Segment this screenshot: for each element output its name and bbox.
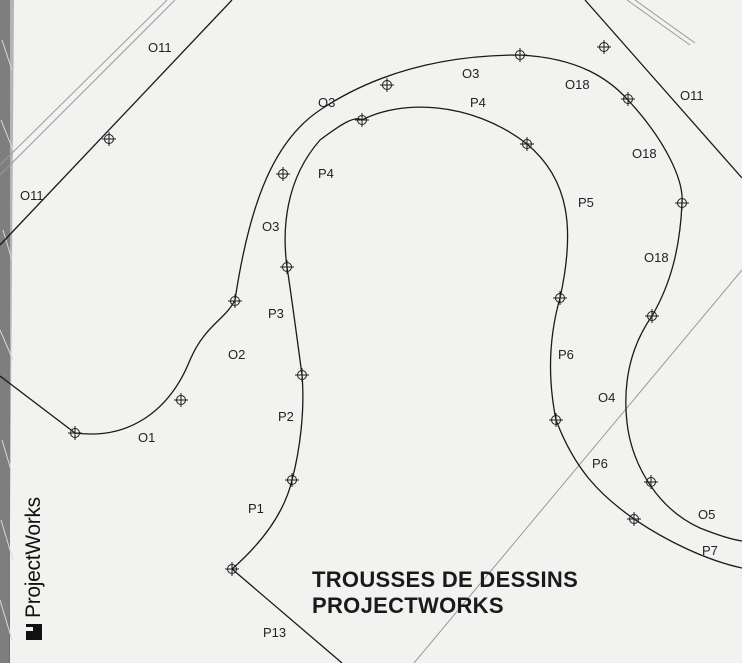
marker — [280, 260, 294, 274]
label-p4: P4 — [318, 166, 334, 181]
label-p6: P6 — [592, 456, 608, 471]
label-o18: O18 — [565, 77, 590, 92]
marker — [621, 92, 635, 106]
label-o18: O18 — [632, 146, 657, 161]
label-o11: O11 — [148, 40, 172, 55]
marker — [174, 393, 188, 407]
label-o3: O3 — [318, 95, 335, 110]
marker — [644, 475, 658, 489]
marker — [627, 512, 641, 526]
page-title: TROUSSES DE DESSINS PROJECTWORKS — [312, 567, 578, 619]
label-p7: P7 — [702, 543, 718, 558]
segment-labels: O11 O11 O11 O3 O3 O3 P4 P4 O18 O18 O18 P… — [20, 40, 718, 640]
label-o4: O4 — [598, 390, 615, 405]
marker — [513, 48, 527, 62]
marker — [520, 137, 534, 151]
label-p3: P3 — [268, 306, 284, 321]
label-o11: O11 — [680, 88, 704, 103]
brand-logo: ProjectWorks — [22, 497, 46, 640]
label-p4: P4 — [470, 95, 486, 110]
marker — [276, 167, 290, 181]
marker — [553, 291, 567, 305]
outer-track — [0, 54, 742, 542]
label-p6: P6 — [558, 347, 574, 362]
marker — [285, 473, 299, 487]
title-line-2: PROJECTWORKS — [312, 593, 504, 618]
marker — [102, 132, 116, 146]
marker — [675, 196, 689, 210]
logo-mark-icon — [26, 624, 42, 640]
label-o1: O1 — [138, 430, 155, 445]
label-o3: O3 — [262, 219, 279, 234]
label-o5: O5 — [698, 507, 715, 522]
label-o2: O2 — [228, 347, 245, 362]
label-p2: P2 — [278, 409, 294, 424]
o11-line-left — [0, 0, 233, 246]
label-p13: P13 — [263, 625, 286, 640]
marker — [645, 309, 659, 323]
marker — [355, 113, 369, 127]
marker — [597, 40, 611, 54]
inner-track — [231, 106, 742, 570]
marker — [295, 368, 309, 382]
marker — [228, 294, 242, 308]
label-o3: O3 — [462, 66, 479, 81]
brand-name: ProjectWorks — [22, 497, 45, 618]
o11-line-right — [584, 0, 742, 179]
marker — [380, 78, 394, 92]
markers — [68, 40, 689, 576]
texture-strip — [0, 0, 14, 663]
marker — [549, 413, 563, 427]
marker — [68, 426, 82, 440]
label-o18: O18 — [644, 250, 669, 265]
label-p5: P5 — [578, 195, 594, 210]
label-p1: P1 — [248, 501, 264, 516]
title-line-1: TROUSSES DE DESSINS — [312, 567, 579, 592]
label-o11: O11 — [20, 188, 44, 203]
p13-line — [231, 568, 343, 663]
marker — [225, 562, 239, 576]
